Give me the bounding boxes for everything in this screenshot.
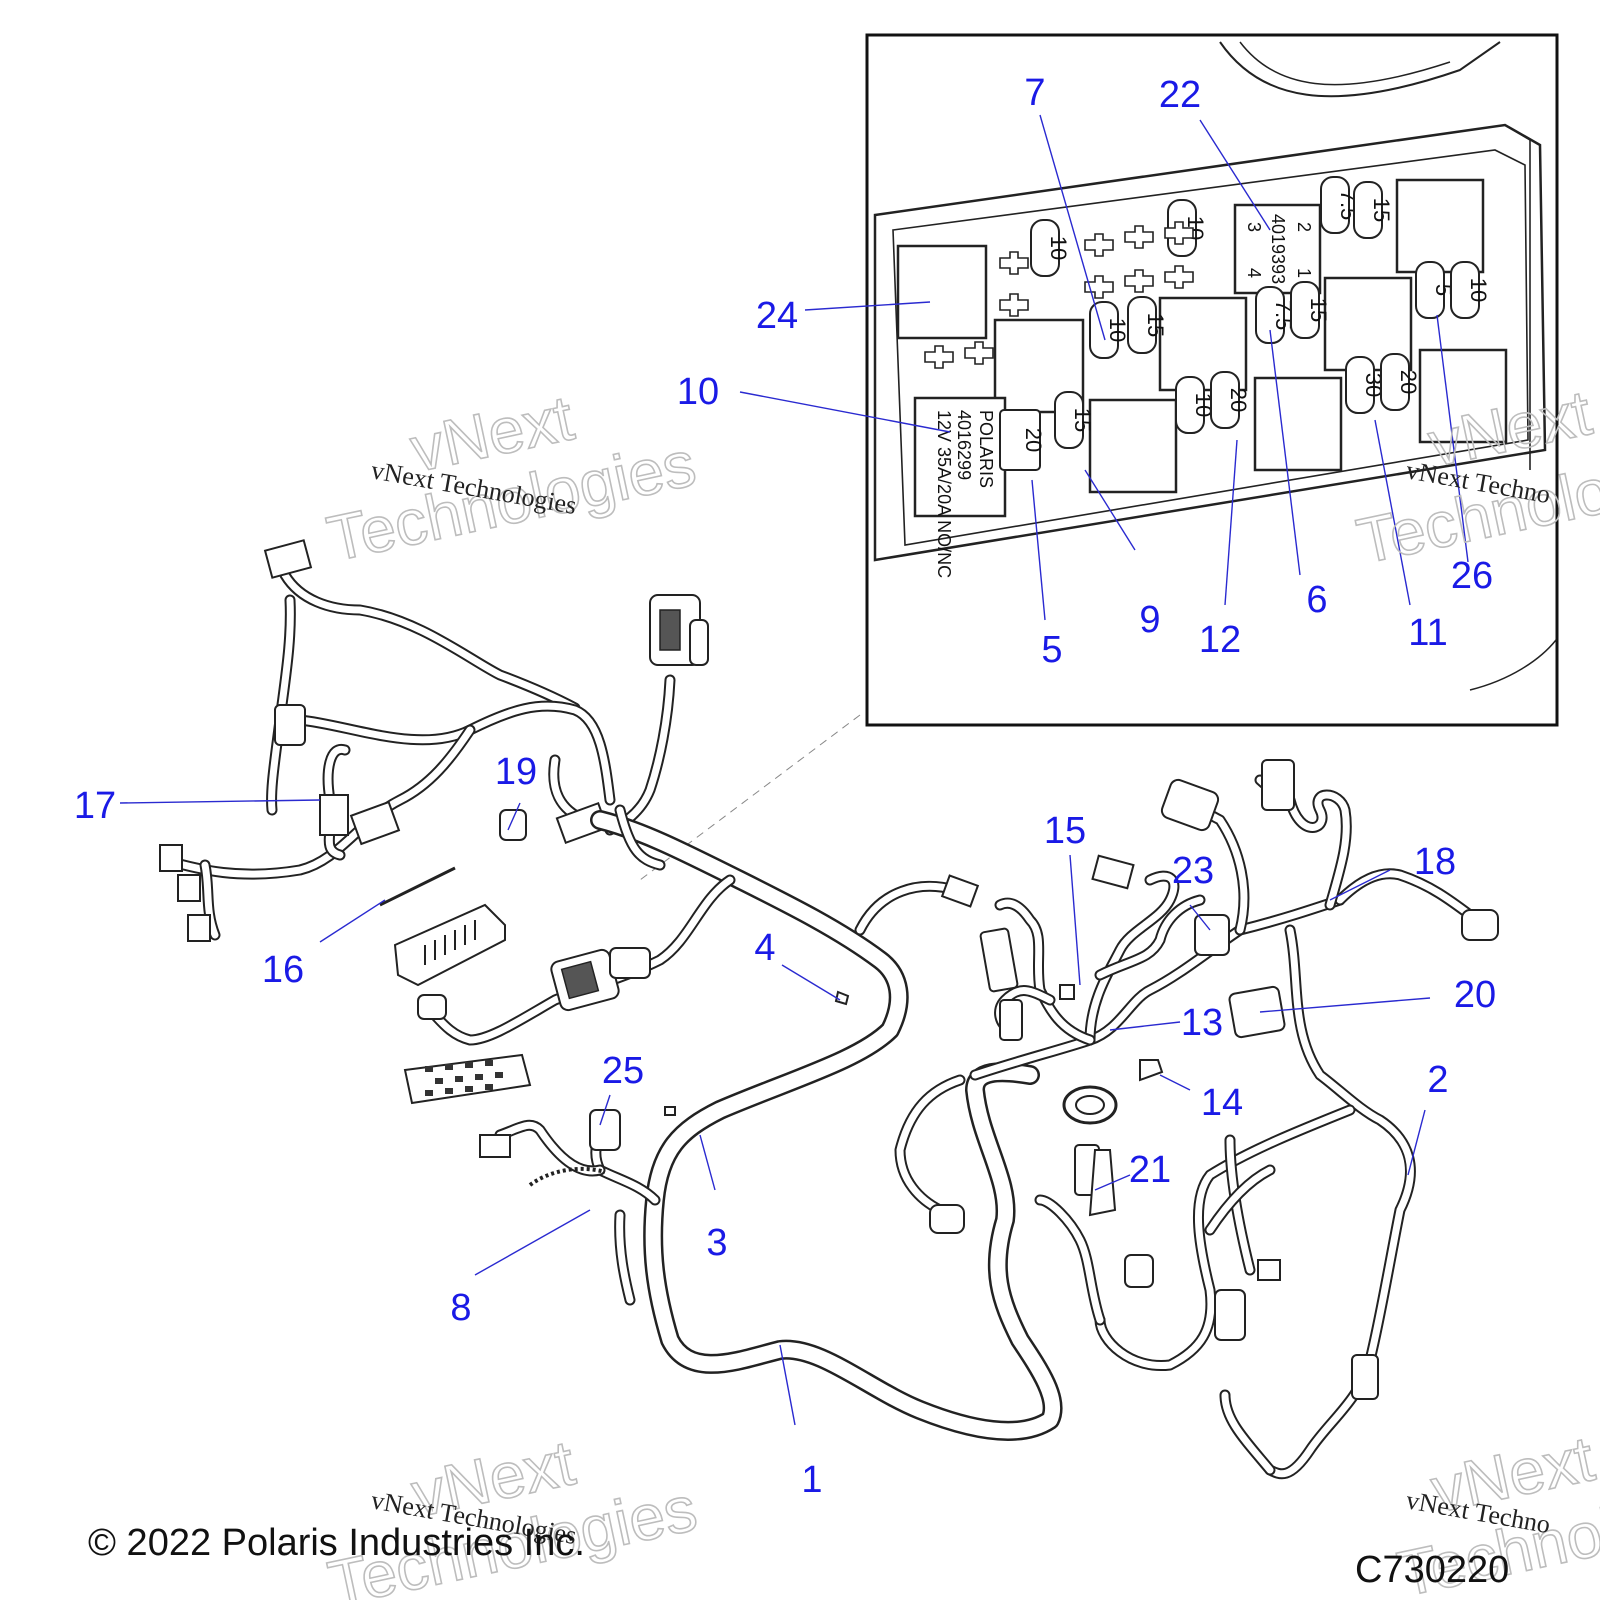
loose-parts: [379, 866, 1117, 1217]
callout-18: 18: [1414, 841, 1456, 883]
callout-25: 25: [602, 1050, 644, 1092]
fuse: 15: [1353, 181, 1394, 239]
svg-text:POLARIS: POLARIS: [976, 410, 996, 488]
callout-8: 8: [450, 1287, 471, 1329]
svg-text:4019393: 4019393: [1268, 214, 1288, 284]
relay-22: 2 1 3 4 4019393: [1233, 203, 1322, 295]
callout-3: 3: [706, 1222, 727, 1264]
svg-text:3: 3: [1244, 222, 1264, 232]
svg-text:4: 4: [1244, 268, 1264, 278]
callout-14: 14: [1201, 1082, 1243, 1124]
leader-lines: [119, 114, 1469, 1426]
callout-23: 23: [1172, 850, 1214, 892]
relay-10: POLARIS 4016299 12V 35A/20A NO/NC: [913, 396, 1007, 578]
fuse-box-inset: POLARIS 4016299 12V 35A/20A NO/NC 2 1 3 …: [865, 33, 1559, 727]
callout-20: 20: [1454, 974, 1496, 1016]
relay: [1395, 178, 1485, 274]
callout-22: 22: [1159, 74, 1201, 116]
harness-right-branch: [979, 759, 1499, 1480]
fuse-rating: 20: [1396, 370, 1421, 394]
fuse: 10: [1030, 219, 1071, 277]
callout-9: 9: [1139, 599, 1160, 641]
relay-24: [896, 244, 988, 340]
fuse-rating: 5: [1431, 284, 1456, 296]
callout-13: 13: [1181, 1002, 1223, 1044]
fuse-rating: 10: [1046, 236, 1071, 260]
copyright-text: © 2022 Polaris Industries Inc.: [88, 1522, 585, 1564]
connector-top-center: [604, 594, 709, 836]
harness-left-branch: [159, 539, 616, 942]
callout-17: 17: [74, 785, 116, 827]
fuse: 15: [1290, 281, 1331, 339]
fuse-rating: 10: [1466, 278, 1491, 302]
callout-15: 15: [1044, 810, 1086, 852]
callout-numbers: 1 2 3 4 5 6 7 8 9 10 11 12 13 14 15 16 1…: [74, 72, 1496, 1501]
fuse-rating: 15: [1369, 198, 1394, 222]
fuse: 20: [999, 409, 1046, 471]
callout-5: 5: [1041, 629, 1062, 671]
callout-1: 1: [801, 1459, 822, 1501]
fuse: 15: [1127, 296, 1168, 354]
relay: [1323, 276, 1413, 372]
callout-7: 7: [1024, 72, 1045, 114]
fuse: 20: [1210, 371, 1251, 429]
callout-24: 24: [756, 295, 798, 337]
svg-text:4016299: 4016299: [954, 410, 974, 480]
callout-19: 19: [495, 751, 537, 793]
fuse-rating: 20: [1226, 388, 1251, 412]
fuse: 10: [1089, 301, 1130, 359]
callout-26: 26: [1451, 555, 1493, 597]
fuse-rating: 15: [1070, 408, 1095, 432]
svg-text:1: 1: [1294, 268, 1314, 278]
relay: [1253, 376, 1343, 472]
fuse: 5: [1415, 261, 1456, 319]
fuse-rating: 15: [1143, 313, 1168, 337]
svg-text:2: 2: [1294, 222, 1314, 232]
callout-21: 21: [1129, 1149, 1171, 1191]
callout-2: 2: [1427, 1059, 1448, 1101]
callout-4: 4: [754, 927, 775, 969]
relay: [1418, 348, 1508, 444]
callout-10: 10: [677, 371, 719, 413]
drawing-id: C730220: [1355, 1549, 1509, 1591]
fuse-rating: 15: [1306, 298, 1331, 322]
callout-16: 16: [262, 949, 304, 991]
fuse-rating: 20: [1021, 428, 1046, 452]
fuse: 20: [1380, 353, 1421, 411]
harness-main-trunk: [417, 804, 1346, 1441]
fuse-rating: 10: [1105, 318, 1130, 342]
relay: [1088, 398, 1178, 494]
fuse: 10: [1450, 261, 1491, 319]
callout-12: 12: [1199, 619, 1241, 661]
svg-text:12V 35A/20A NO/NC: 12V 35A/20A NO/NC: [934, 410, 954, 578]
callout-6: 6: [1306, 579, 1327, 621]
fuse: 15: [1054, 391, 1095, 449]
fuse: 30: [1345, 356, 1386, 414]
callout-11: 11: [1408, 612, 1447, 654]
